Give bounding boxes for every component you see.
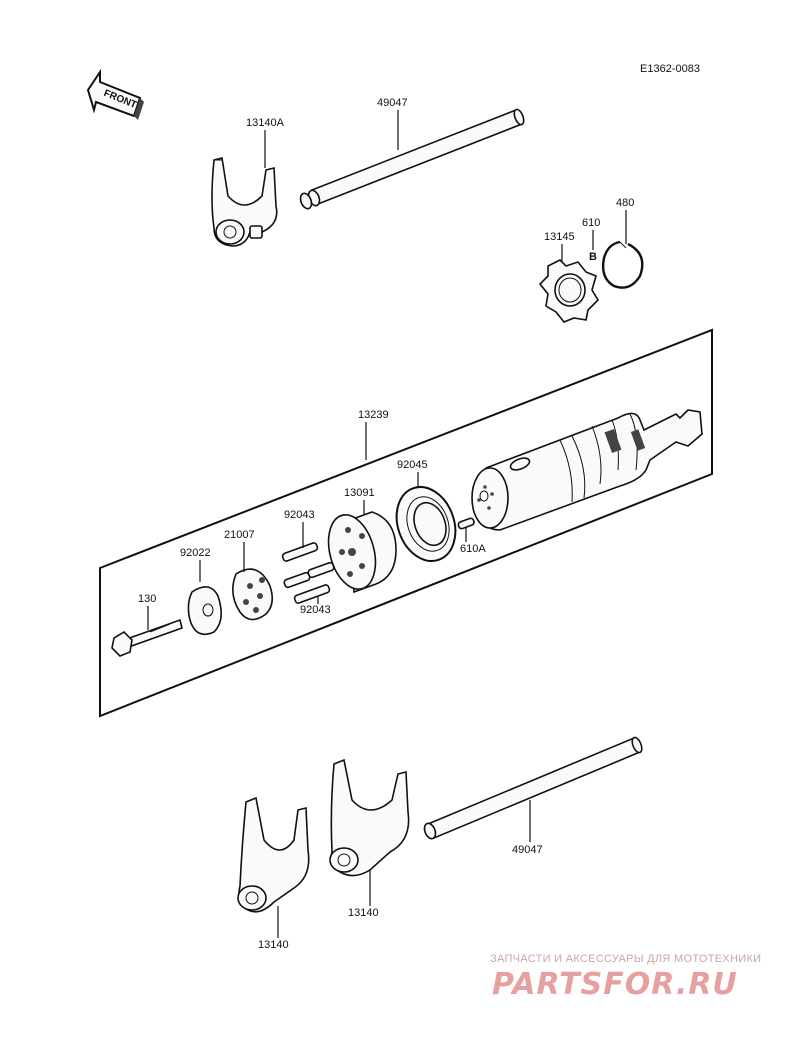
cam-92022 (187, 586, 222, 636)
bearing-92045 (395, 486, 457, 562)
watermark-caption: ЗАПЧАСТИ И АКСЕССУАРЫ ДЛЯ МОТОТЕХНИКИ (490, 953, 761, 965)
pin-610A (457, 517, 475, 530)
cam-plate-13145 (538, 259, 600, 323)
shift-fork-13140-left (237, 796, 310, 913)
label-13239: 13239 (358, 409, 389, 421)
shift-fork-13140-right (329, 758, 410, 877)
label-13140A: 13140A (246, 117, 285, 129)
figure-code: E1362-0083 (640, 63, 700, 75)
pin-holder-13091 (327, 511, 397, 594)
shift-rod-49047-bottom (423, 736, 643, 840)
label-13140-right: 13140 (348, 907, 379, 919)
label-13091: 13091 (344, 487, 375, 499)
pin-610: B (589, 251, 597, 263)
shift-rod-49047-top (299, 108, 525, 210)
label-49047-top: 49047 (377, 97, 408, 109)
plate-21007 (232, 568, 274, 621)
watermark-brand: PARTSFOR.RU (492, 967, 738, 1002)
label-92022: 92022 (180, 547, 211, 559)
label-13140-left: 13140 (258, 939, 289, 951)
label-130: 130 (138, 593, 156, 605)
marker-b: B (589, 251, 597, 263)
label-21007: 21007 (224, 529, 255, 541)
bolt-130 (111, 618, 183, 657)
shift-fork-13140A (211, 157, 278, 247)
label-92043-a: 92043 (284, 509, 315, 521)
label-92045: 92045 (397, 459, 428, 471)
shift-drum-13239 (471, 409, 703, 531)
label-13145: 13145 (544, 231, 575, 243)
pins-92043 (281, 542, 335, 604)
label-480: 480 (616, 197, 634, 209)
assembly-frame (99, 328, 713, 718)
label-610A: 610A (460, 543, 486, 555)
label-92043-b: 92043 (300, 604, 331, 616)
label-49047-bottom: 49047 (512, 844, 543, 856)
label-610: 610 (582, 217, 600, 229)
circlip-480 (601, 240, 644, 289)
front-arrow-icon: FRONT (86, 68, 144, 120)
